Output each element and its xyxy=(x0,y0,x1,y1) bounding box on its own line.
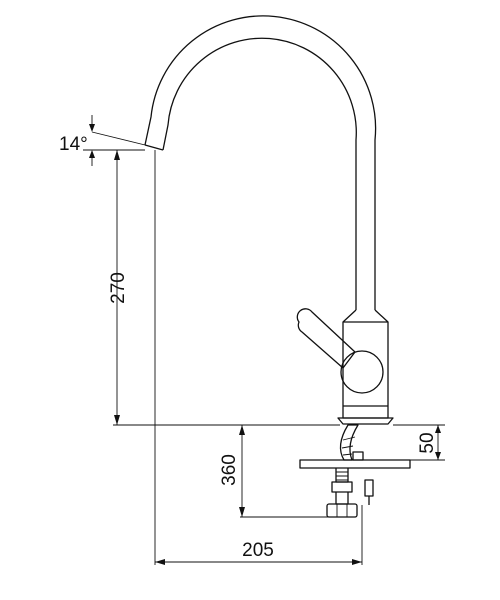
angle-label: 14° xyxy=(59,134,88,155)
lever-handle xyxy=(296,308,384,394)
reach-label: 205 xyxy=(242,540,274,561)
reference-lines xyxy=(83,149,445,565)
dimension-spout-angle: 14° xyxy=(59,115,146,166)
dimension-base-height: 50 xyxy=(417,425,441,460)
gooseneck-spout xyxy=(144,15,377,310)
dimension-spout-height: 270 xyxy=(108,150,129,425)
under-counter-assembly xyxy=(299,424,411,518)
spout-height-label: 270 xyxy=(108,272,129,304)
dimension-under-length: 360 xyxy=(219,425,245,517)
dimension-reach: 205 xyxy=(155,540,362,565)
under-length-label: 360 xyxy=(219,454,240,486)
faucet-body xyxy=(337,309,394,425)
base-height-label: 50 xyxy=(417,432,438,453)
